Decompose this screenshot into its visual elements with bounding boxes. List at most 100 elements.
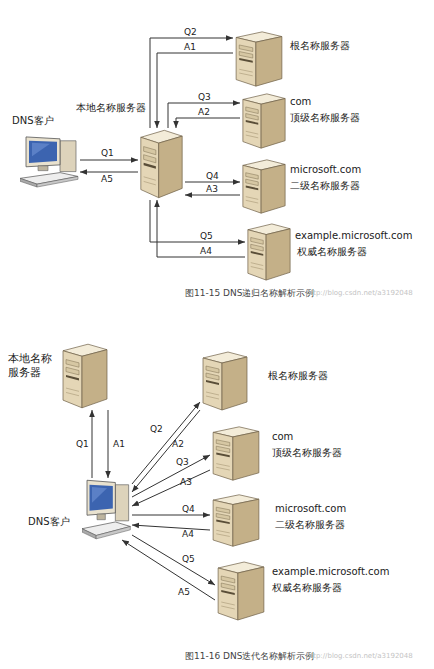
icon-part	[206, 392, 219, 395]
message-label: Q3	[198, 93, 211, 102]
icon-part	[20, 178, 37, 187]
message-label: A4	[182, 530, 194, 539]
message-arrow	[185, 195, 240, 196]
message-arrow	[185, 182, 240, 183]
icon-part	[246, 173, 258, 179]
client-computer: DNS客户	[20, 135, 80, 188]
icon-part	[221, 590, 235, 595]
icon-part	[60, 141, 76, 172]
icon-part	[144, 181, 156, 184]
message-arrow	[150, 38, 233, 128]
icon-part	[66, 360, 79, 368]
message-arrow	[108, 410, 109, 478]
icon-part	[256, 37, 282, 87]
message-arrow	[80, 160, 138, 161]
icon-part	[239, 69, 253, 72]
node-label: 二级名称服务器	[275, 519, 345, 531]
icon-part	[206, 373, 219, 380]
figure-caption: 图11-16 DNS迭代名称解析示例	[185, 652, 314, 661]
icon-part	[243, 165, 261, 213]
node-label: 根名称服务器	[268, 370, 328, 382]
icon-part	[221, 583, 235, 590]
icon-part	[246, 186, 258, 191]
server-node: microsoft.com二级名称服务器	[240, 158, 288, 215]
icon-part	[141, 137, 159, 197]
message-label: A2	[198, 108, 210, 117]
icon-part	[216, 507, 230, 513]
icon-part	[218, 568, 238, 620]
server-node: com顶级名称服务器	[210, 425, 262, 482]
icon-part	[243, 99, 261, 148]
node-label: microsoft.com	[290, 164, 361, 176]
icon-part	[251, 244, 263, 251]
server-icon	[240, 92, 288, 150]
icon-part	[66, 388, 79, 391]
icon-part	[38, 166, 48, 171]
message-arrow	[157, 53, 233, 128]
icon-part	[206, 366, 219, 373]
icon-part	[213, 432, 233, 480]
server-icon	[60, 342, 110, 410]
server-icon	[215, 560, 267, 622]
node-label: 顶级名称服务器	[272, 447, 342, 459]
message-arrow	[176, 118, 240, 128]
message-arrow	[132, 455, 210, 497]
icon-part	[144, 147, 156, 155]
watermark: http://blog.csdn.net/a3192048	[306, 653, 413, 660]
icon-part	[236, 37, 256, 86]
icon-part	[266, 229, 290, 280]
icon-part	[82, 350, 107, 408]
icon-part	[66, 367, 79, 375]
node-label: DNS客户	[12, 115, 54, 127]
icon-part	[239, 58, 253, 63]
message-label: Q5	[182, 555, 195, 564]
node-label: 权威名称服务器	[297, 246, 367, 258]
icon-part	[66, 375, 79, 380]
icon-part	[239, 73, 253, 76]
icon-part	[246, 107, 258, 114]
icon-part	[261, 99, 285, 149]
node-label: 顶级名称服务器	[290, 112, 360, 124]
server-icon	[200, 350, 250, 412]
message-label: Q1	[76, 440, 89, 449]
icon-part	[216, 467, 230, 470]
icon-part	[246, 200, 258, 203]
icon-part	[97, 514, 105, 520]
icon-part	[115, 485, 128, 521]
server-node: 本地名称服务器	[138, 128, 185, 200]
icon-part	[221, 606, 235, 609]
icon-part	[251, 267, 263, 270]
icon-part	[206, 396, 219, 399]
icon-part	[63, 351, 82, 408]
message-label: Q5	[200, 232, 213, 241]
node-label: 本地名称 服务器	[8, 352, 54, 381]
message-arrow	[132, 535, 215, 585]
icon-part	[216, 530, 230, 533]
server-icon	[233, 30, 285, 88]
icon-part	[32, 143, 50, 156]
message-arrow	[80, 172, 138, 173]
node-label: 根名称服务器	[290, 40, 350, 52]
message-label: Q4	[206, 172, 219, 181]
message-label: A1	[184, 43, 196, 52]
icon-part	[233, 431, 259, 480]
message-arrow	[132, 525, 210, 530]
message-arrow	[168, 103, 240, 128]
icon-part	[96, 526, 130, 538]
client-computer: DNS客户	[82, 478, 132, 540]
message-label: Q1	[101, 149, 114, 158]
icon-part	[246, 179, 258, 185]
message-arrow	[132, 402, 200, 484]
message-arrow	[122, 540, 215, 600]
icon-part	[251, 237, 263, 244]
icon-part	[246, 197, 258, 200]
server-node: com顶级名称服务器	[240, 92, 288, 150]
server-node: 根名称服务器	[200, 350, 250, 412]
message-arrow	[132, 515, 210, 516]
message-label: A3	[180, 478, 192, 487]
icon-part	[233, 499, 259, 546]
node-label: com	[272, 431, 293, 443]
icon-part	[144, 177, 156, 180]
server-node: microsoft.com二级名称服务器	[210, 493, 262, 548]
